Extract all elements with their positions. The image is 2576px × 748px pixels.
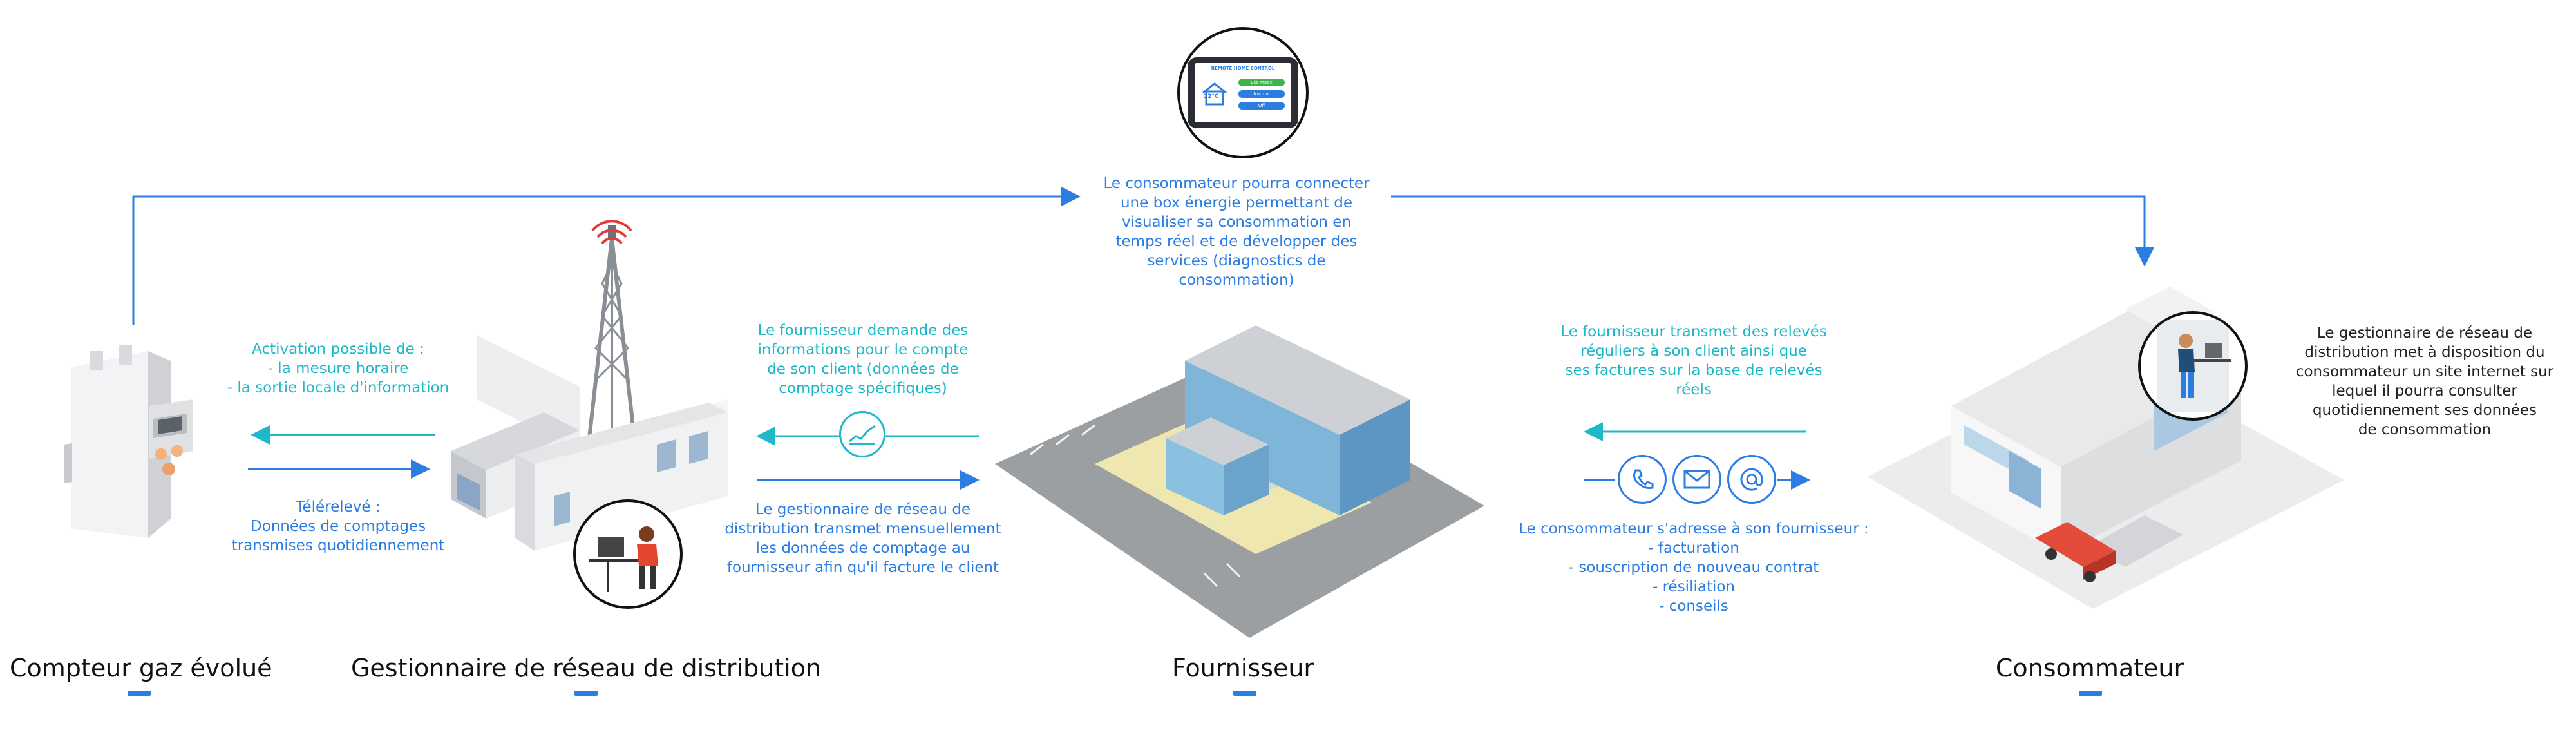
consumer-underline — [2079, 691, 2102, 696]
gas-meter-illustration — [64, 345, 193, 538]
supplier-underline — [1233, 691, 1256, 696]
supplier-illustration — [995, 325, 1484, 638]
consumer-contacts-text: Le consommateur s'adresse à son fourniss… — [1519, 521, 1869, 615]
consumer-label: Consommateur — [1995, 654, 2184, 682]
consumer-illustration — [1868, 287, 2344, 609]
tablet-temp: 22°C — [1204, 93, 1219, 100]
grid-operator-illustration — [451, 220, 728, 551]
person-at-desk-icon — [2157, 320, 2231, 412]
supplier-label: Fournisseur — [1171, 654, 1314, 682]
telereleve-text: Télérelevé : Données de comptages transm… — [231, 499, 445, 554]
grid-worker-circle — [573, 499, 683, 609]
meter-underline — [128, 691, 151, 696]
tablet-circle: REMOTE HOME CONTROL 22°C Eco Mode Normal… — [1177, 27, 1309, 158]
off-button[interactable]: Off — [1238, 102, 1285, 110]
meter-label: Compteur gaz évolué — [10, 654, 272, 682]
phone-icon — [1618, 455, 1667, 504]
eco-mode-button[interactable]: Eco Mode — [1238, 79, 1285, 86]
mail-icon — [1672, 455, 1721, 504]
grid-underline — [574, 691, 598, 696]
tablet-title: REMOTE HOME CONTROL — [1211, 66, 1275, 71]
activation-text: Activation possible de : - la mesure hor… — [227, 341, 450, 396]
grid-transmit-text: Le gestionnaire de réseau de distributio… — [724, 501, 1001, 576]
tablet-screen: REMOTE HOME CONTROL 22°C Eco Mode Normal… — [1195, 63, 1291, 122]
tablet-device: REMOTE HOME CONTROL 22°C Eco Mode Normal… — [1188, 57, 1298, 128]
top-connector — [132, 187, 2154, 325]
at-icon — [1727, 455, 1776, 504]
home-icon — [1201, 81, 1228, 106]
website-text: Le gestionnaire de réseau de distributio… — [2295, 325, 2554, 438]
grid-label: Gestionnaire de réseau de distribution — [350, 654, 822, 682]
supplier-readings-text: Le fournisseur transmet des relevés régu… — [1560, 323, 1827, 398]
top-box-text: Le consommateur pourra connecter une box… — [1103, 175, 1370, 289]
worker-icon — [589, 526, 658, 592]
chart-icon — [839, 411, 886, 457]
supplier-request-text: Le fournisseur demande des informations … — [757, 322, 969, 397]
consumer-worker-circle — [2138, 311, 2248, 421]
normal-button[interactable]: Normal — [1238, 90, 1285, 98]
